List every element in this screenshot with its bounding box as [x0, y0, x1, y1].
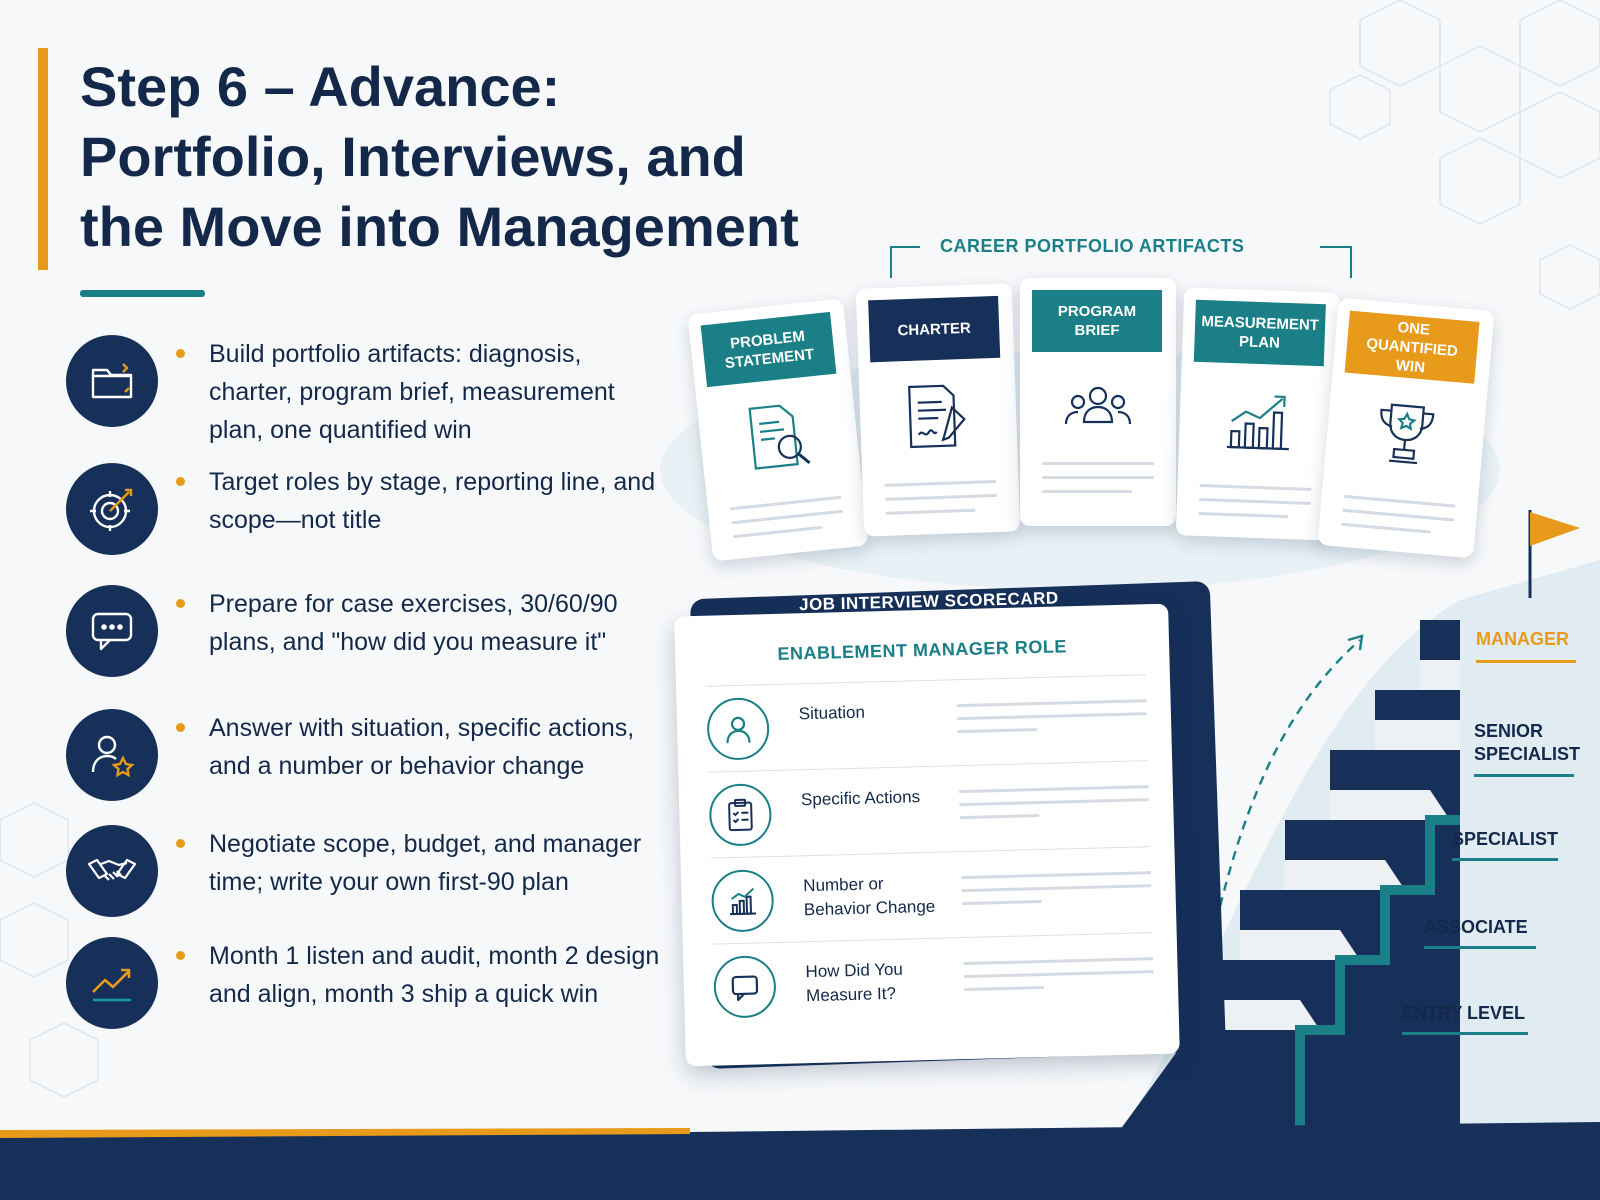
- step-item: Negotiate scope, budget, and manager tim…: [66, 825, 666, 921]
- step-text: Prepare for case exercises, 30/60/90 pla…: [209, 590, 618, 656]
- bullet-dot: [176, 951, 185, 960]
- scorecard-row-label: Specific Actions: [800, 787, 921, 810]
- title-line: Portfolio, Interviews, and: [80, 125, 746, 188]
- title-underline: [80, 290, 205, 297]
- scorecard-row-label: Number or Behavior Change: [803, 874, 936, 920]
- trend-up-icon: [66, 937, 158, 1029]
- ladder-level-entry: ENTRY LEVEL: [1402, 1003, 1526, 1023]
- stair-rail: [1295, 815, 1460, 1130]
- scorecard-row-label: Situation: [798, 702, 866, 724]
- flag-icon: [1530, 512, 1580, 546]
- scorecard-subtitle: ENABLEMENT MANAGER ROLE: [777, 636, 1068, 664]
- scorecard-row: Specific Actions: [708, 760, 1151, 852]
- bullet-dot: [176, 599, 185, 608]
- clipboard-icon: [708, 783, 773, 847]
- ladder-level-senior-specialist: SENIOR SPECIALIST: [1474, 721, 1581, 764]
- ladder-level-manager: MANAGER: [1476, 629, 1569, 649]
- arrow-head-icon: [1347, 634, 1364, 651]
- signed-document-icon: [908, 384, 966, 449]
- step-item: Prepare for case exercises, 30/60/90 pla…: [66, 585, 666, 681]
- chat-bubble-icon: [713, 955, 777, 1019]
- page-title: Step 6 – Advance: Portfolio, Interviews,…: [80, 52, 840, 262]
- step-item: Target roles by stage, reporting line, a…: [66, 463, 666, 559]
- bar-chart-icon: [710, 869, 775, 933]
- team-icon: [1064, 386, 1132, 425]
- portfolio-label: CAREER PORTFOLIO ARTIFACTS: [940, 236, 1245, 256]
- scorecard-row: Situation: [706, 674, 1148, 766]
- step-text: Month 1 listen and audit, month 2 design…: [209, 942, 660, 1008]
- bullet-dot: [176, 349, 185, 358]
- title-line: the Move into Management: [80, 195, 799, 258]
- title-line: Step 6 – Advance:: [80, 55, 561, 118]
- step-item: Month 1 listen and audit, month 2 design…: [66, 937, 666, 1033]
- bottom-band: [0, 1122, 1600, 1200]
- chat-bubble-icon: [66, 585, 158, 677]
- step-text: Answer with situation, specific actions,…: [209, 714, 635, 780]
- magnifier-document-icon: [748, 404, 811, 470]
- bar-chart-icon: [1226, 395, 1289, 451]
- interview-scorecard: JOB INTERVIEW SCORECARD ENABLEMENT MANAG…: [674, 588, 1180, 1067]
- bullet-dot: [176, 839, 185, 848]
- bullet-dot: [176, 477, 185, 486]
- step-text: Target roles by stage, reporting line, a…: [209, 468, 656, 534]
- step-text: Negotiate scope, budget, and manager tim…: [209, 830, 642, 896]
- handshake-icon: [66, 825, 158, 917]
- portfolio-card: CHARTER: [855, 283, 1021, 537]
- person-icon: [706, 697, 770, 761]
- scorecard-row: Number or Behavior Change: [710, 846, 1153, 938]
- person-star-icon: [66, 709, 158, 801]
- portfolio-card: PROGRAM BRIEF: [1020, 278, 1176, 526]
- card-label: PROGRAM BRIEF: [1032, 290, 1162, 352]
- stair-steps: [1200, 660, 1460, 1030]
- bullet-dot: [176, 723, 185, 732]
- step-item: Answer with situation, specific actions,…: [66, 709, 666, 805]
- portfolio-card: ONE QUANTIFIED WIN: [1317, 297, 1495, 559]
- target-icon: [66, 463, 158, 555]
- trophy-icon: [1380, 403, 1435, 465]
- portfolio-card: MEASUREMENT PLAN: [1175, 287, 1341, 541]
- folder-icon: [66, 335, 158, 427]
- growth-arrow: [1198, 639, 1361, 1001]
- scorecard-row-label: How Did You Measure It?: [805, 959, 904, 1006]
- step-item: Build portfolio artifacts: diagnosis, ch…: [66, 335, 666, 444]
- portfolio-card: PROBLEM STATEMENT: [687, 298, 869, 562]
- step-text: Build portfolio artifacts: diagnosis, ch…: [209, 340, 615, 444]
- ladder-level-specialist: SPECIALIST: [1452, 829, 1559, 849]
- title-accent-bar: [38, 48, 48, 270]
- scorecard-row: How Did You Measure It?: [712, 932, 1155, 1024]
- ladder-level-associate: ASSOCIATE: [1424, 917, 1528, 937]
